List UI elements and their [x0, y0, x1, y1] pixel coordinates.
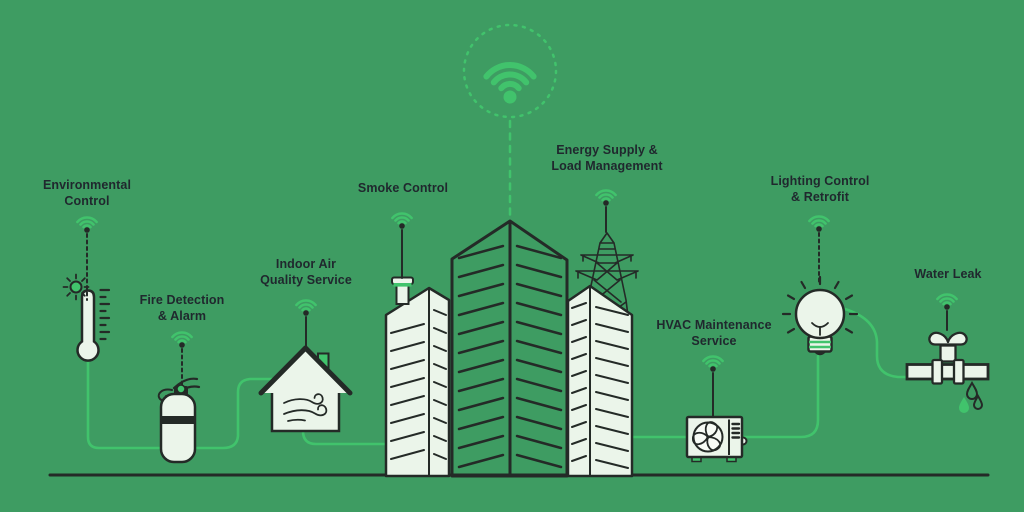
label-hvac-maintenance-service: HVAC Maintenance Service: [656, 318, 772, 348]
label-environmental-control: Environmental Control: [42, 178, 132, 208]
node-wifi-layer: [76, 189, 958, 417]
hub-dashed-circle: [462, 23, 558, 119]
wifi-icon: [76, 216, 98, 301]
hvac-unit-icon: [685, 415, 748, 463]
wifi-hub-icon: [462, 23, 558, 220]
water-pipe: [905, 363, 990, 381]
water-drops: [959, 381, 984, 413]
label-fire-detection-alarm: Fire Detection & Alarm: [139, 293, 225, 323]
wifi-icon: [936, 293, 958, 331]
water-valve-icon: [905, 331, 990, 413]
hvac-grille: [731, 422, 741, 439]
building-right: [566, 284, 634, 478]
extinguisher-gauge: [176, 384, 186, 394]
thermometer-scale: [99, 288, 111, 341]
wire-bulb-to-pipe: [843, 307, 911, 379]
connection-wires: [86, 307, 911, 450]
wire-hvac-to-bulb: [740, 354, 820, 439]
fire-extinguisher-icon: [157, 377, 201, 464]
sun-icon: [62, 273, 90, 301]
thermometer-icon: [62, 273, 111, 362]
building-center: [450, 219, 569, 478]
wifi-icon: [295, 299, 317, 348]
label-lighting-control-retrofit: Lighting Control & Retrofit: [770, 174, 870, 204]
wifi-icon: [171, 331, 193, 387]
wifi-icon: [808, 215, 830, 285]
label-water-leak: Water Leak: [914, 267, 982, 281]
building-left: [384, 286, 451, 478]
house-air-icon: [258, 345, 353, 433]
valve-handle: [928, 331, 968, 346]
wire-thermometer-to-house: [86, 358, 274, 450]
label-indoor-air-quality-service: Indoor Air Quality Service: [260, 257, 352, 287]
wind-swirl: [283, 404, 328, 417]
wifi-icon: [702, 355, 724, 417]
light-bulb-icon: [781, 275, 859, 356]
bulb-filament: [811, 322, 829, 336]
wind-swirl: [283, 393, 324, 405]
wifi-icon: [595, 189, 617, 233]
label-smoke-control: Smoke Control: [357, 181, 449, 195]
label-energy-supply-load-management: Energy Supply & Load Management: [551, 143, 663, 173]
wifi-icon: [391, 212, 413, 279]
